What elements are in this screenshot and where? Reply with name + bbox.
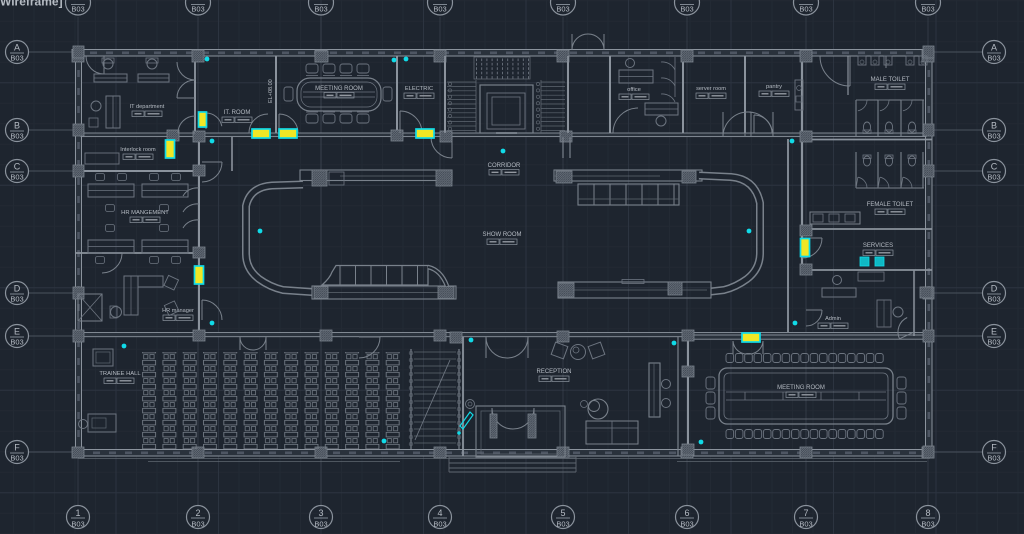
svg-text:3: 3 [318,508,323,518]
svg-text:EL+08.00: EL+08.00 [268,79,274,103]
svg-text:B: B [991,121,997,131]
svg-text:E: E [14,327,20,337]
svg-text:CORRIDOR: CORRIDOR [488,163,521,169]
svg-text:MALE TOILET: MALE TOILET [871,77,910,83]
svg-text:A: A [991,43,997,53]
svg-text:B03: B03 [680,520,693,529]
svg-text:office: office [627,87,641,93]
svg-text:ELECTRIC: ELECTRIC [405,86,433,92]
svg-text:5: 5 [560,508,565,518]
svg-text:B03: B03 [314,520,327,529]
svg-text:B03: B03 [987,173,1000,182]
svg-text:8: 8 [925,508,930,518]
svg-text:B03: B03 [433,5,446,14]
svg-text:A: A [14,43,20,53]
svg-text:B03: B03 [314,5,327,14]
svg-text:B03: B03 [987,54,1000,63]
svg-text:B03: B03 [71,5,84,14]
svg-text:B03: B03 [799,5,812,14]
svg-text:F: F [14,443,20,453]
svg-text:B03: B03 [433,520,446,529]
svg-text:IT department: IT department [130,104,165,110]
svg-text:B03: B03 [921,520,934,529]
svg-text:B03: B03 [556,520,569,529]
svg-text:B03: B03 [799,520,812,529]
svg-text:TRAINEE HALL: TRAINEE HALL [99,371,141,377]
svg-text:B03: B03 [680,5,693,14]
svg-text:2: 2 [195,508,200,518]
svg-text:B03: B03 [921,5,934,14]
svg-text:pantry: pantry [766,84,782,90]
svg-text:7: 7 [803,508,808,518]
svg-text:4: 4 [437,508,442,518]
svg-text:B03: B03 [10,338,23,347]
svg-text:B03: B03 [10,54,23,63]
svg-text:B: B [14,121,20,131]
svg-text:MEETING ROOM: MEETING ROOM [315,86,363,92]
svg-text:B03: B03 [556,5,569,14]
svg-text:server room: server room [696,86,726,92]
svg-text:[Wireframe]: [Wireframe] [0,0,63,9]
svg-text:MEETING ROOM: MEETING ROOM [777,385,825,391]
svg-text:Interlock room: Interlock room [120,147,156,153]
svg-text:1: 1 [75,508,80,518]
svg-text:SHOW ROOM: SHOW ROOM [483,232,522,238]
svg-text:C: C [14,162,21,172]
svg-text:B03: B03 [987,132,1000,141]
svg-text:D: D [991,284,998,294]
svg-text:HR MANGEMENT: HR MANGEMENT [121,210,169,216]
svg-text:FEMALE TOILET: FEMALE TOILET [867,202,914,208]
svg-text:F: F [991,443,997,453]
svg-text:RECEPTION: RECEPTION [536,369,571,375]
svg-text:B03: B03 [987,454,1000,463]
svg-text:B03: B03 [10,132,23,141]
svg-text:B03: B03 [71,520,84,529]
svg-text:6: 6 [684,508,689,518]
svg-text:D: D [14,284,21,294]
svg-text:E: E [991,327,997,337]
svg-text:B03: B03 [10,173,23,182]
svg-text:B03: B03 [191,520,204,529]
svg-text:Admin: Admin [825,316,841,322]
svg-text:B03: B03 [191,5,204,14]
svg-text:C: C [991,162,998,172]
svg-text:B03: B03 [987,338,1000,347]
svg-text:B03: B03 [10,454,23,463]
svg-text:SERVICES: SERVICES [863,243,893,249]
svg-text:IT. ROOM: IT. ROOM [224,110,251,116]
svg-text:B03: B03 [10,295,23,304]
svg-text:B03: B03 [987,295,1000,304]
